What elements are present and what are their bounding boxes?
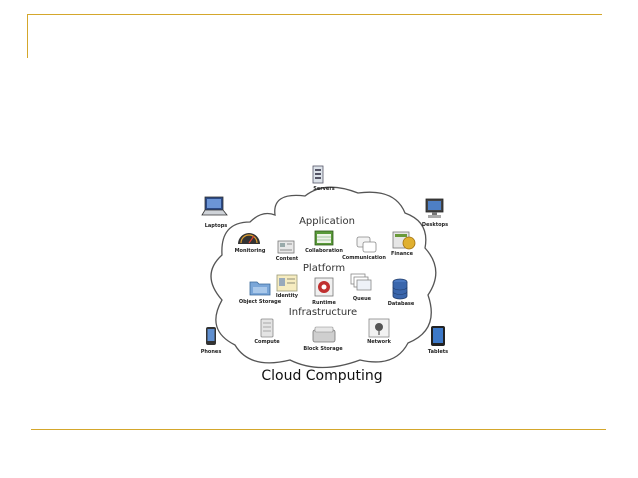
servers-icon: [312, 165, 324, 184]
runtime-label: Runtime: [312, 300, 336, 306]
finance-label: Finance: [391, 251, 413, 257]
communication-label: Communication: [342, 255, 386, 261]
desktops-label: Desktops: [421, 222, 449, 228]
layer-infrastructure-title: Infrastructure: [288, 307, 358, 318]
runtime-icon: [314, 277, 334, 297]
content-icon: [277, 240, 295, 254]
block-storage-icon: [312, 326, 336, 343]
laptops-icon: [201, 196, 228, 216]
phones-icon: [206, 327, 216, 345]
collaboration-label: Collaboration: [305, 248, 343, 254]
left-rule: [27, 14, 28, 58]
database-icon: [392, 278, 408, 300]
communication-icon: [356, 236, 377, 253]
top-rule: [28, 14, 602, 15]
monitoring-label: Monitoring: [234, 248, 266, 254]
network-label: Network: [367, 339, 391, 345]
desktops-icon: [425, 198, 444, 218]
identity-icon: [276, 274, 298, 292]
content-label: Content: [275, 256, 299, 262]
object-storage-icon: [249, 281, 271, 296]
servers-label: Servers: [313, 186, 335, 192]
bottom-rule: [31, 429, 606, 430]
identity-label: Identity: [275, 293, 299, 299]
laptops-label: Laptops: [204, 223, 228, 229]
network-icon: [368, 318, 390, 338]
tablets-icon: [431, 326, 445, 346]
queue-icon: [350, 273, 372, 291]
compute-label: Compute: [254, 339, 280, 345]
finance-icon: [392, 231, 416, 250]
phones-label: Phones: [200, 349, 222, 355]
database-label: Database: [387, 301, 415, 307]
block-storage-label: Block Storage: [303, 346, 343, 352]
object-storage-label: Object Storage: [238, 299, 282, 305]
layer-platform-title: Platform: [302, 263, 346, 274]
monitoring-icon: [238, 233, 260, 244]
collaboration-icon: [314, 230, 334, 246]
layer-application-title: Application: [299, 216, 355, 227]
queue-label: Queue: [352, 296, 372, 302]
diagram-caption: Cloud Computing: [261, 368, 383, 384]
compute-icon: [260, 318, 274, 338]
tablets-label: Tablets: [427, 349, 449, 355]
